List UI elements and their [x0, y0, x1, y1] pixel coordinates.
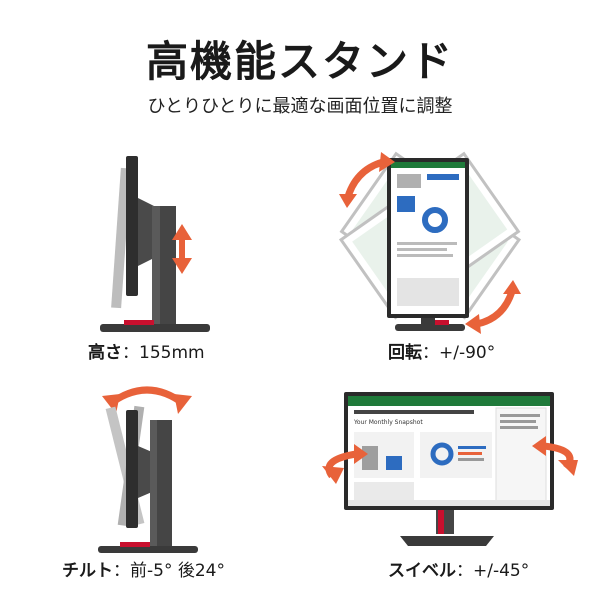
feature-height-value: 155mm — [139, 343, 205, 363]
page-subtitle: ひとりひとりに最適な画面位置に調整 — [147, 96, 453, 117]
screen-report-title: Your Monthly Snapshot — [353, 419, 423, 426]
feature-tilt-value: 前-5° 後24° — [130, 561, 225, 581]
page-title: 高機能スタンド — [145, 37, 454, 86]
rotation-illustration — [335, 148, 525, 338]
feature-swivel: スイベル：+/-45° — [388, 556, 529, 581]
feature-tilt-sep: ： — [113, 561, 130, 581]
feature-tilt: チルト：前-5° 後24° — [62, 556, 225, 581]
feature-swivel-label: スイベル — [388, 561, 456, 581]
feature-height-sep: ： — [122, 343, 139, 363]
feature-height-label: 高さ — [88, 343, 122, 363]
feature-rotation-sep: ： — [422, 343, 439, 363]
height-adjust-illustration — [90, 148, 220, 338]
feature-tilt-label: チルト — [62, 561, 113, 581]
feature-height: 高さ：155mm — [88, 338, 205, 363]
tilt-illustration — [92, 376, 202, 556]
swivel-illustration: Your Monthly Snapshot — [318, 390, 580, 550]
feature-swivel-value: +/-45° — [473, 561, 530, 581]
feature-rotation-label: 回転 — [388, 343, 422, 363]
feature-swivel-sep: ： — [456, 561, 473, 581]
feature-rotation-value: +/-90° — [439, 343, 496, 363]
feature-rotation: 回転：+/-90° — [388, 338, 495, 363]
